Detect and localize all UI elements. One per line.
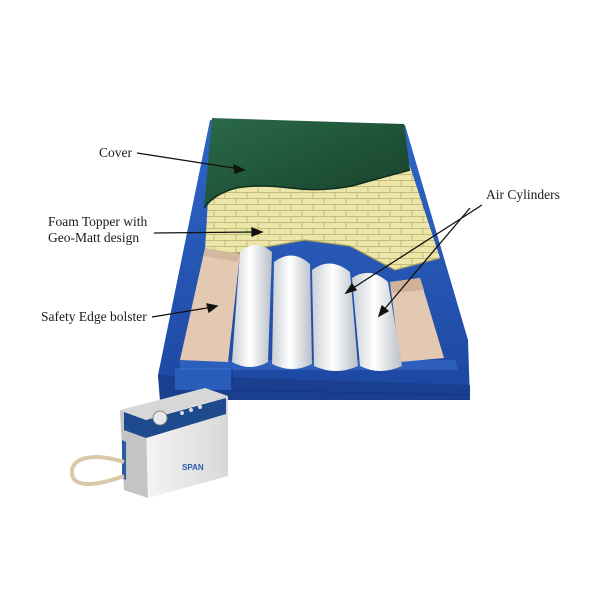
label-cover: Cover: [99, 145, 132, 160]
air-leader-line-2: [381, 207, 471, 313]
bolster-leader-line: [151, 306, 214, 318]
pump-knob-icon: [152, 410, 168, 426]
air-arrowhead-2: [377, 304, 390, 318]
air-cylinder-4: [352, 272, 402, 371]
air-arrowhead-1: [344, 282, 358, 295]
label-foam-topper-line-2: Geo-Matt design: [48, 230, 140, 245]
cover-arrowhead: [233, 163, 246, 174]
label-foam-topper: Foam Topper with Geo-Matt design: [48, 214, 147, 246]
mattress-cover: [203, 118, 411, 209]
label-safety-edge-bolster: Safety Edge bolster: [41, 309, 147, 324]
air-cylinders: [232, 245, 402, 371]
pump-hose: [69, 455, 125, 486]
bolster-arrowhead: [206, 303, 219, 314]
callout-lines: [136, 152, 483, 318]
pump-unit: [120, 388, 228, 498]
air-cylinder-2: [272, 255, 312, 369]
cover-leader-line: [136, 152, 241, 170]
topper-arrowhead: [251, 227, 264, 237]
air-cylinder-3: [312, 263, 358, 371]
topper-leader-line: [153, 231, 259, 234]
label-foam-topper-line-1: Foam Topper with: [48, 214, 148, 229]
air-cylinder-1: [232, 245, 272, 367]
label-air-cylinders: Air Cylinders: [486, 187, 560, 202]
pump-brand-label: SPAN: [182, 463, 204, 472]
